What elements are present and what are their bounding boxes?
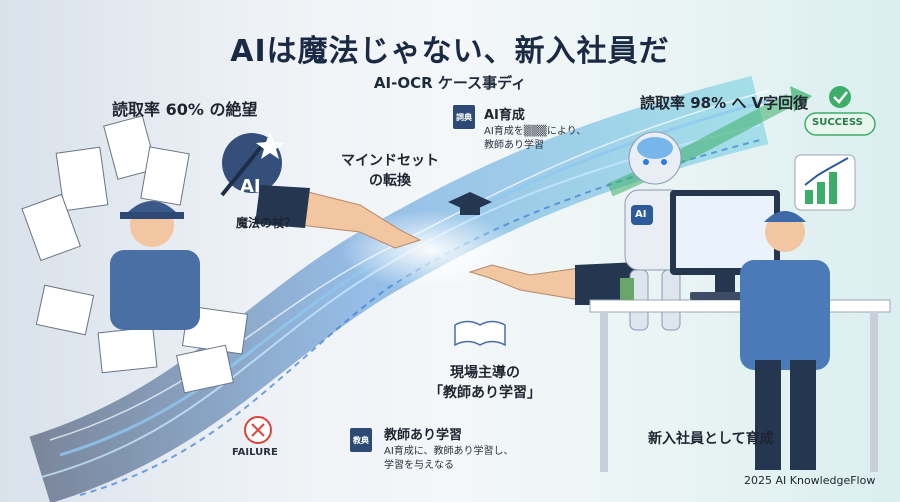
supervised-desc-line2: 学習を与えなる [384,460,454,471]
field-led-line2: 「教師あり学習」 [429,385,541,401]
mindset-label: マインドセット の転換 [340,150,440,190]
mindset-line1: マインドセット [341,153,439,169]
dictionary-book-label: 詞典 [456,112,472,122]
footer-credit: 2025 AI KnowledgeFlow [744,474,876,487]
supervised-title: 教師あり学習 [384,428,463,443]
mindset-line2: の転換 [369,173,411,189]
dictionary-book-icon: 詞典 [453,105,475,129]
new-employee [740,211,830,470]
page-subtitle: AI-OCR ケース事ディ [373,74,527,92]
pointing-hands [255,185,640,305]
left-heading: 読取率 60% の絶望 [112,100,258,119]
right-heading: 読取率 98% へ V字回復 [640,94,809,112]
scattered-papers [21,115,249,394]
failure-badge: FAILURE [232,447,278,458]
confused-worker [110,201,200,330]
field-led-line1: 現場主導の [450,365,520,381]
ai-training-desc-line2: 教師あり学習 [484,140,544,151]
ai-training-title: AI育成 [484,108,525,123]
field-led-label: 現場主導の 「教師あり学習」 [420,362,550,402]
new-employee-caption: 新入社員として育成 [648,431,774,447]
ai-badge-text: AI [240,176,261,197]
magic-wand-caption: 魔法の杖？ [236,216,297,230]
success-badge: SUCCESS [812,117,863,128]
textbook-icon: 教典 [350,428,372,452]
ai-training-desc-line1: AI育成を▒▒▒により、 [484,126,587,137]
robot-chest-label: AI [635,209,647,220]
supervised-desc-line1: AI育成に、教師あり学習し、 [384,446,514,457]
page-title: AIは魔法じゃない、新入社員だ [230,34,670,69]
textbook-label: 教典 [353,435,369,445]
